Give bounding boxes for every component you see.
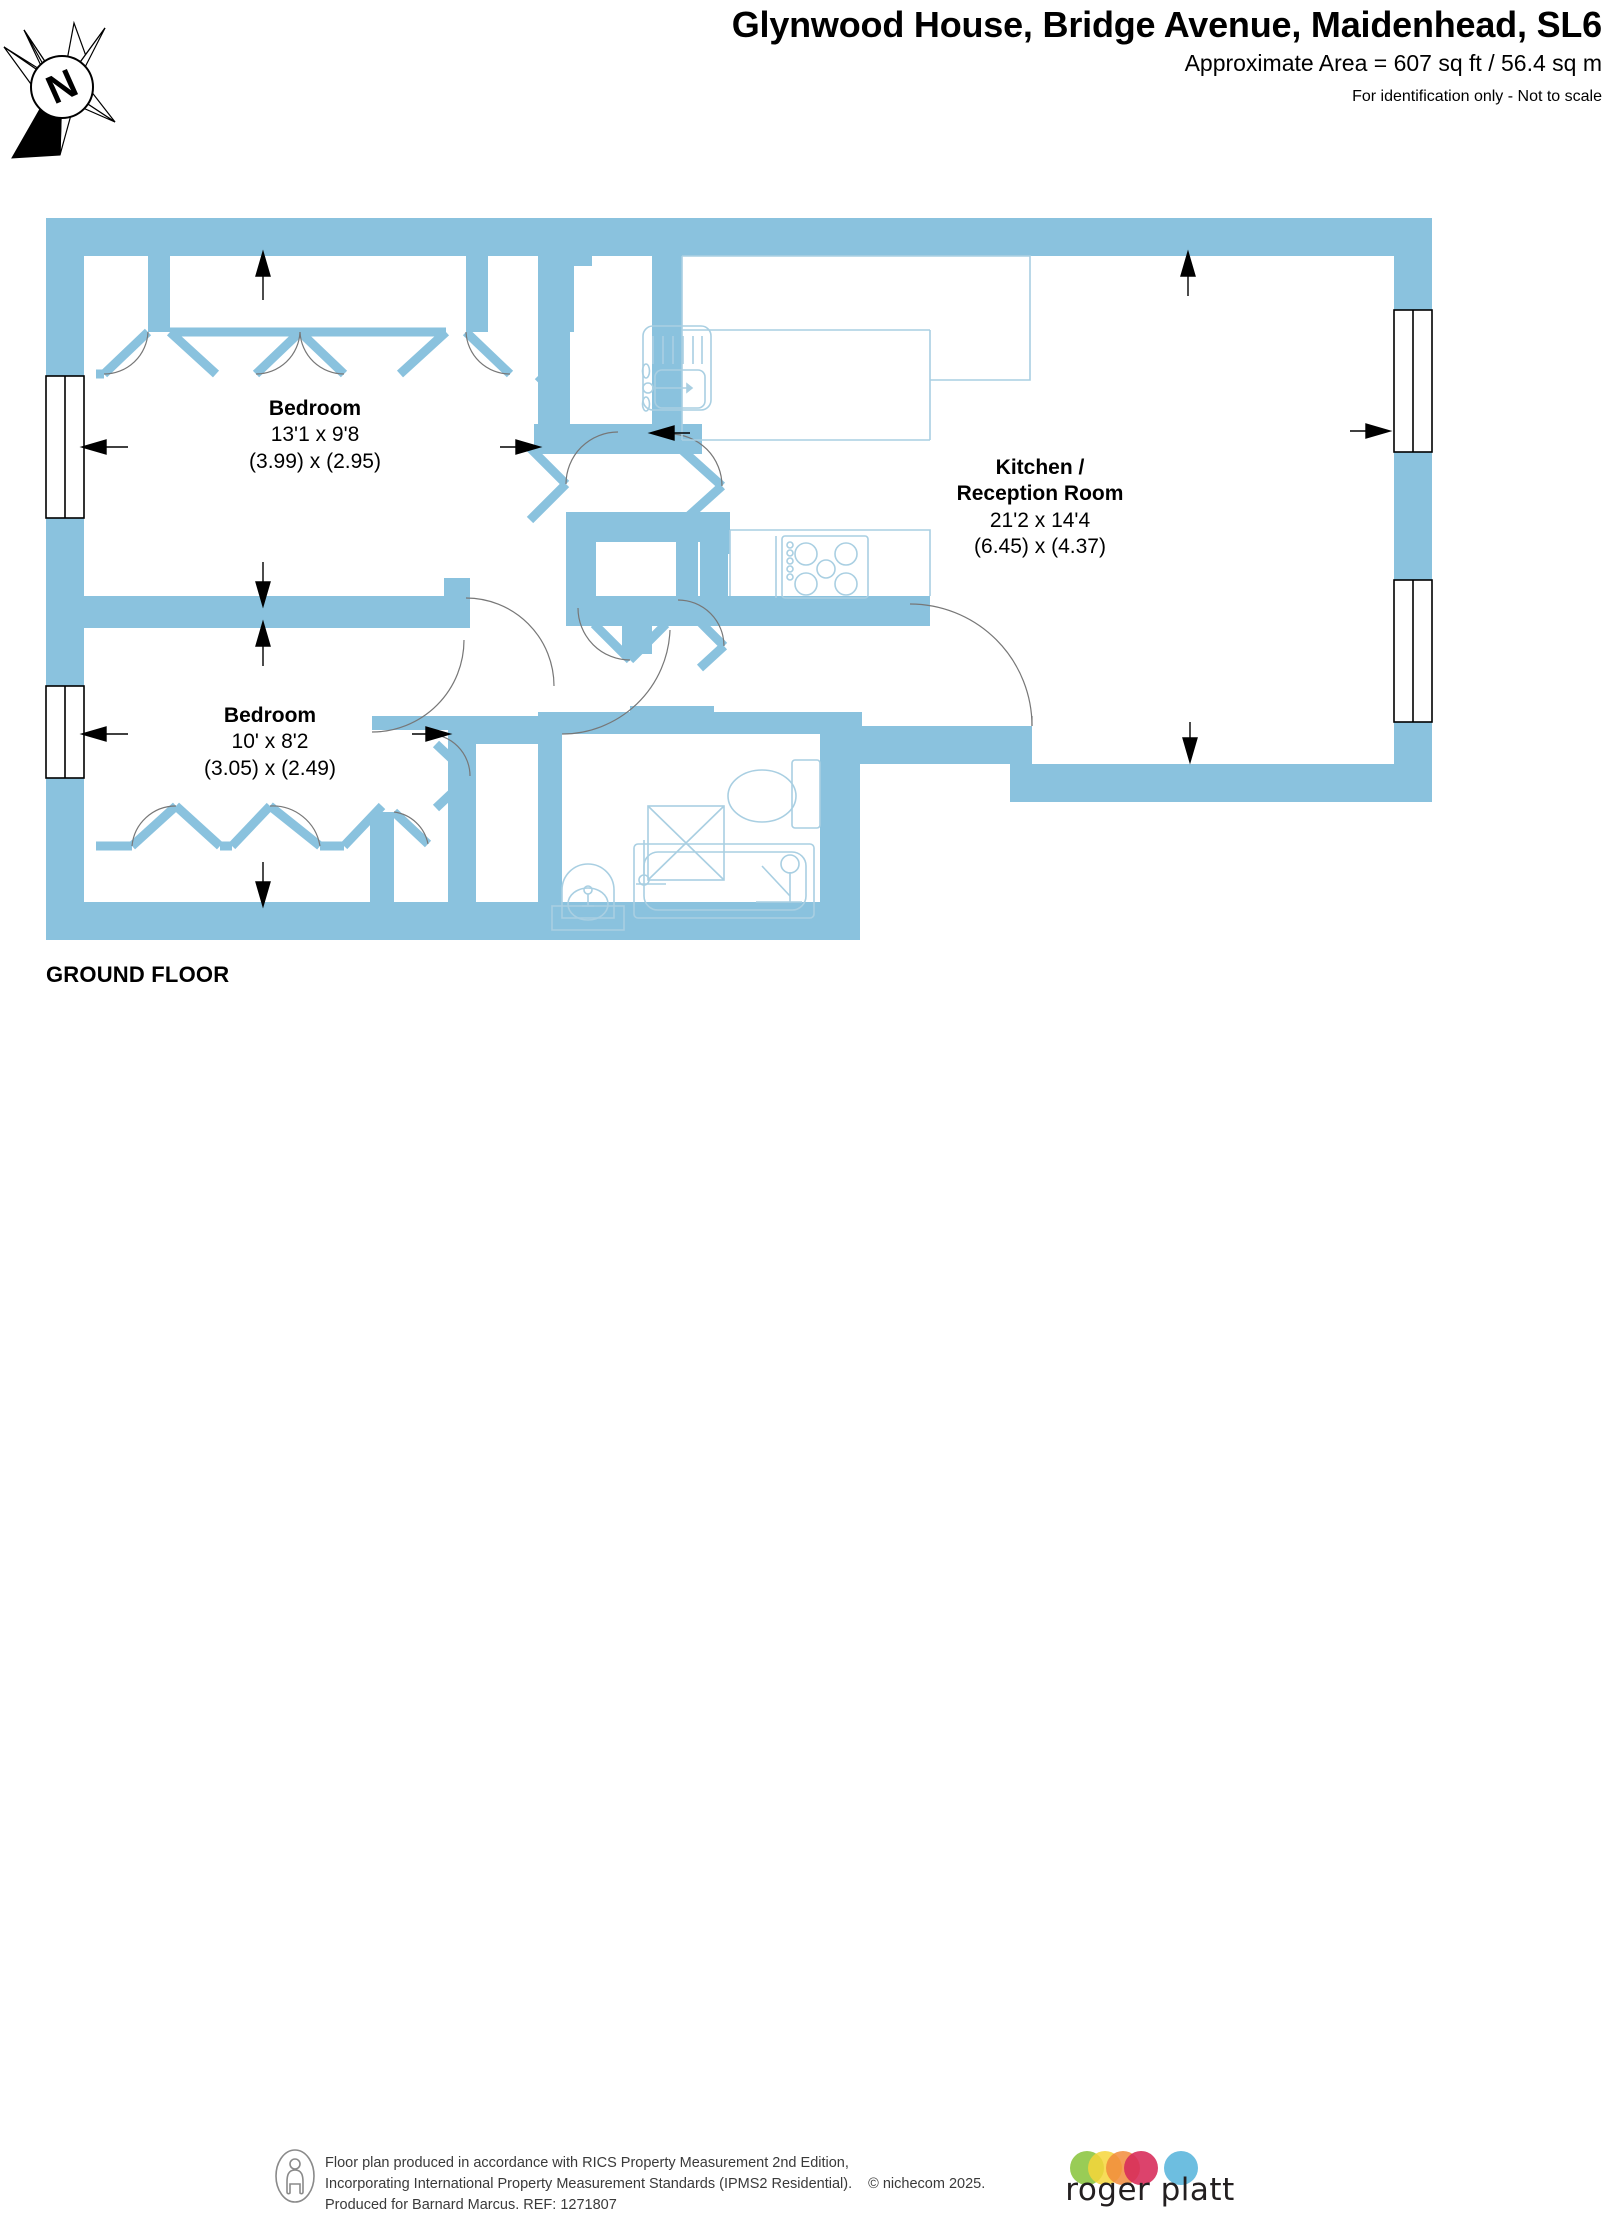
dim-arrow-bed2-right [412,726,453,742]
dim-arrow-bed2-bottom [255,862,271,909]
bathroom-fittings [551,759,821,931]
scale-disclaimer-text: For identification only - Not to scale [1352,88,1602,105]
room-dimensions-imperial: 13'1 x 9'8 [270,423,360,447]
floor-plan-svg [45,218,1433,940]
kitchen-fittings [641,255,1031,599]
room-dimensions-metric: (6.45) x (4.37) [974,535,1106,559]
accessibility-person-icon [274,2148,316,2204]
copyright-text: © nichecom 2025. [868,2176,986,2193]
disclaimer-line-1: Floor plan produced in accordance with R… [325,2155,849,2171]
room-name-line-1: Kitchen / [995,456,1085,479]
compass-rose: N [2,10,122,165]
page-footer: Floor plan produced in accordance with R… [0,1060,1608,2213]
walls-layer [46,218,1432,940]
dim-arrow-kitchen-top [1180,249,1196,296]
room-name: Bedroom [223,704,317,727]
dim-arrow-bed2-left [79,726,128,742]
room-name-line-2: Reception Room [956,482,1124,506]
dim-arrow-bed1-bottom [255,562,271,609]
dim-arrow-bed1-right [500,439,543,455]
windows-layer [45,309,1433,779]
dimension-arrows [79,249,1393,909]
room-dimensions-metric: (3.05) x (2.49) [204,756,336,780]
dim-arrow-kitchen-bottom [1182,722,1198,765]
room-dimensions-metric: (3.99) x (2.95) [249,449,381,473]
wall-trim [96,327,728,851]
dim-arrow-bed2-top [255,619,271,666]
room-label-kitchen-reception: Kitchen / Reception Room 21'2 x 14'4 (6.… [880,455,1200,561]
dim-arrow-bed1-top [255,249,271,300]
brand-name: roger platt [1065,2172,1235,2208]
room-label-bedroom-1: Bedroom 13'1 x 9'8 (3.99) x (2.95) [155,396,475,475]
room-name: Bedroom [268,397,362,420]
room-dimensions-imperial: 10' x 8'2 [231,730,309,754]
door-swings [103,331,1033,847]
dim-arrow-kitchen-right [1350,423,1393,439]
page-title: Glynwood House, Bridge Avenue, Maidenhea… [731,4,1602,45]
approximate-area-text: Approximate Area = 607 sq ft / 56.4 sq m [1184,50,1602,76]
footer-disclaimer: Floor plan produced in accordance with R… [325,2153,985,2216]
dim-arrow-bed1-left [79,439,128,455]
disclaimer-line-2: Incorporating International Property Mea… [325,2176,853,2193]
dim-arrow-kitchen-left [647,425,690,441]
floor-level-label: GROUND FLOOR [46,962,230,987]
room-dimensions-imperial: 21'2 x 14'4 [989,508,1091,532]
page-header: Glynwood House, Bridge Avenue, Maidenhea… [0,0,1608,120]
room-label-bedroom-2: Bedroom 10' x 8'2 (3.05) x (2.49) [110,703,430,782]
floor-plan: Bedroom 13'1 x 9'8 (3.99) x (2.95) Bedro… [0,0,1608,1020]
disclaimer-line-3: Produced for Barnard Marcus. REF: 127180… [325,2197,617,2214]
